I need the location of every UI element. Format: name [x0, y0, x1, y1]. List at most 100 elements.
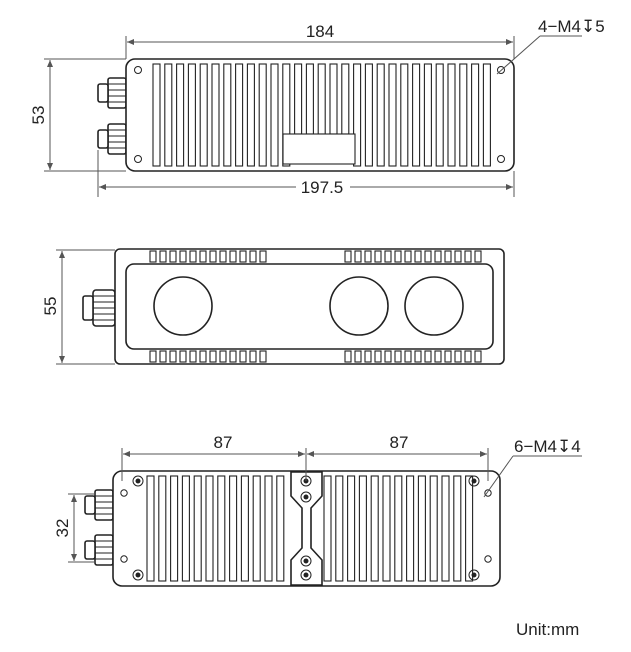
unit-label: Unit:mm [516, 620, 580, 639]
front-fin-top [249, 250, 257, 263]
front-fin-top [404, 250, 412, 263]
top-fin [258, 63, 267, 167]
top-fin [176, 63, 185, 167]
screw-head [303, 572, 309, 578]
front-fin-top [199, 250, 207, 263]
bottom-fin [335, 475, 344, 582]
screw-head [135, 572, 141, 578]
front-fin-top [239, 250, 247, 263]
bottom-hole-callout: 6−M4↧4 [514, 437, 581, 456]
dim-label-55: 55 [41, 297, 60, 316]
bottom-fin [323, 475, 332, 582]
bottom-connector-lower [84, 534, 114, 566]
top-connector-lower [97, 123, 127, 155]
front-fin-bottom [464, 350, 472, 363]
dim-label-184: 184 [306, 22, 334, 41]
top-fin [317, 63, 326, 135]
bottom-fin [193, 475, 202, 582]
front-fin-bottom [394, 350, 402, 363]
bottom-view: 87 87 32 6−M4↧4 [53, 433, 582, 587]
mount-hole [484, 489, 492, 497]
screw [468, 475, 480, 487]
front-fin-bottom [434, 350, 442, 363]
front-fin-bottom [199, 350, 207, 363]
front-fin-top [394, 250, 402, 263]
bottom-fin [264, 475, 273, 582]
bottom-fin [406, 475, 415, 582]
top-hole-tl [134, 66, 142, 74]
screw [132, 475, 144, 487]
screw-head [471, 572, 477, 578]
front-fin-top [384, 250, 392, 263]
bottom-fin [252, 475, 261, 582]
bottom-fin [205, 475, 214, 582]
front-fin-top [444, 250, 452, 263]
front-fin-top [189, 250, 197, 263]
top-fin [423, 63, 432, 167]
top-fin [341, 63, 350, 135]
top-fin [400, 63, 409, 167]
front-fin-top [209, 250, 217, 263]
top-fins [152, 63, 491, 167]
top-fin [376, 63, 385, 167]
top-fin [235, 63, 244, 167]
front-fin-top [229, 250, 237, 263]
top-fin [435, 63, 444, 167]
screw-head [303, 558, 309, 564]
top-hole-br [497, 155, 505, 163]
bottom-fin [417, 475, 426, 582]
front-fin-top [374, 250, 382, 263]
bottom-fin [382, 475, 391, 582]
bottom-fin [181, 475, 190, 582]
front-fin-top [474, 250, 482, 263]
front-connector [82, 289, 116, 327]
top-fin [471, 63, 480, 167]
mount-hole [484, 555, 492, 563]
bottom-fin [229, 475, 238, 582]
front-fin-bottom [474, 350, 482, 363]
bottom-fin [347, 475, 356, 582]
front-fin-top [219, 250, 227, 263]
front-fin-bottom [364, 350, 372, 363]
bottom-fin [146, 475, 155, 582]
front-fin-bottom [414, 350, 422, 363]
front-fin-top [364, 250, 372, 263]
front-fin-top [159, 250, 167, 263]
front-fin-bottom [454, 350, 462, 363]
front-fin-bottom [404, 350, 412, 363]
top-fin [329, 63, 338, 135]
front-fin-bottom [159, 350, 167, 363]
front-fin-bottom [374, 350, 382, 363]
screw [468, 569, 480, 581]
screw [300, 491, 312, 503]
front-fin-top [259, 250, 267, 263]
bottom-fin [276, 475, 285, 582]
front-fin-bottom [229, 350, 237, 363]
front-fin-top [169, 250, 177, 263]
bottom-fin [465, 475, 474, 582]
top-callout-leader [496, 35, 541, 75]
front-fin-top [454, 250, 462, 263]
bottom-fin [441, 475, 450, 582]
bottom-fin [429, 475, 438, 582]
front-fin-top [414, 250, 422, 263]
front-fin-bottom [239, 350, 247, 363]
screw [132, 569, 144, 581]
front-fin-bottom [354, 350, 362, 363]
bottom-fin [358, 475, 367, 582]
bottom-fin [240, 475, 249, 582]
front-fin-top [354, 250, 362, 263]
dim-label-87-left: 87 [214, 433, 233, 452]
front-fin-bottom [424, 350, 432, 363]
top-fin [447, 63, 456, 167]
dim-label-53: 53 [29, 106, 48, 125]
front-fin-bottom [344, 350, 352, 363]
front-fin-bottom [189, 350, 197, 363]
bottom-fin [170, 475, 179, 582]
top-fin [459, 63, 468, 167]
dim-label-87-right: 87 [390, 433, 409, 452]
front-fin-bottom [179, 350, 187, 363]
top-connector-upper [97, 77, 127, 109]
top-fin [187, 63, 196, 167]
top-hole-tr [497, 66, 505, 74]
